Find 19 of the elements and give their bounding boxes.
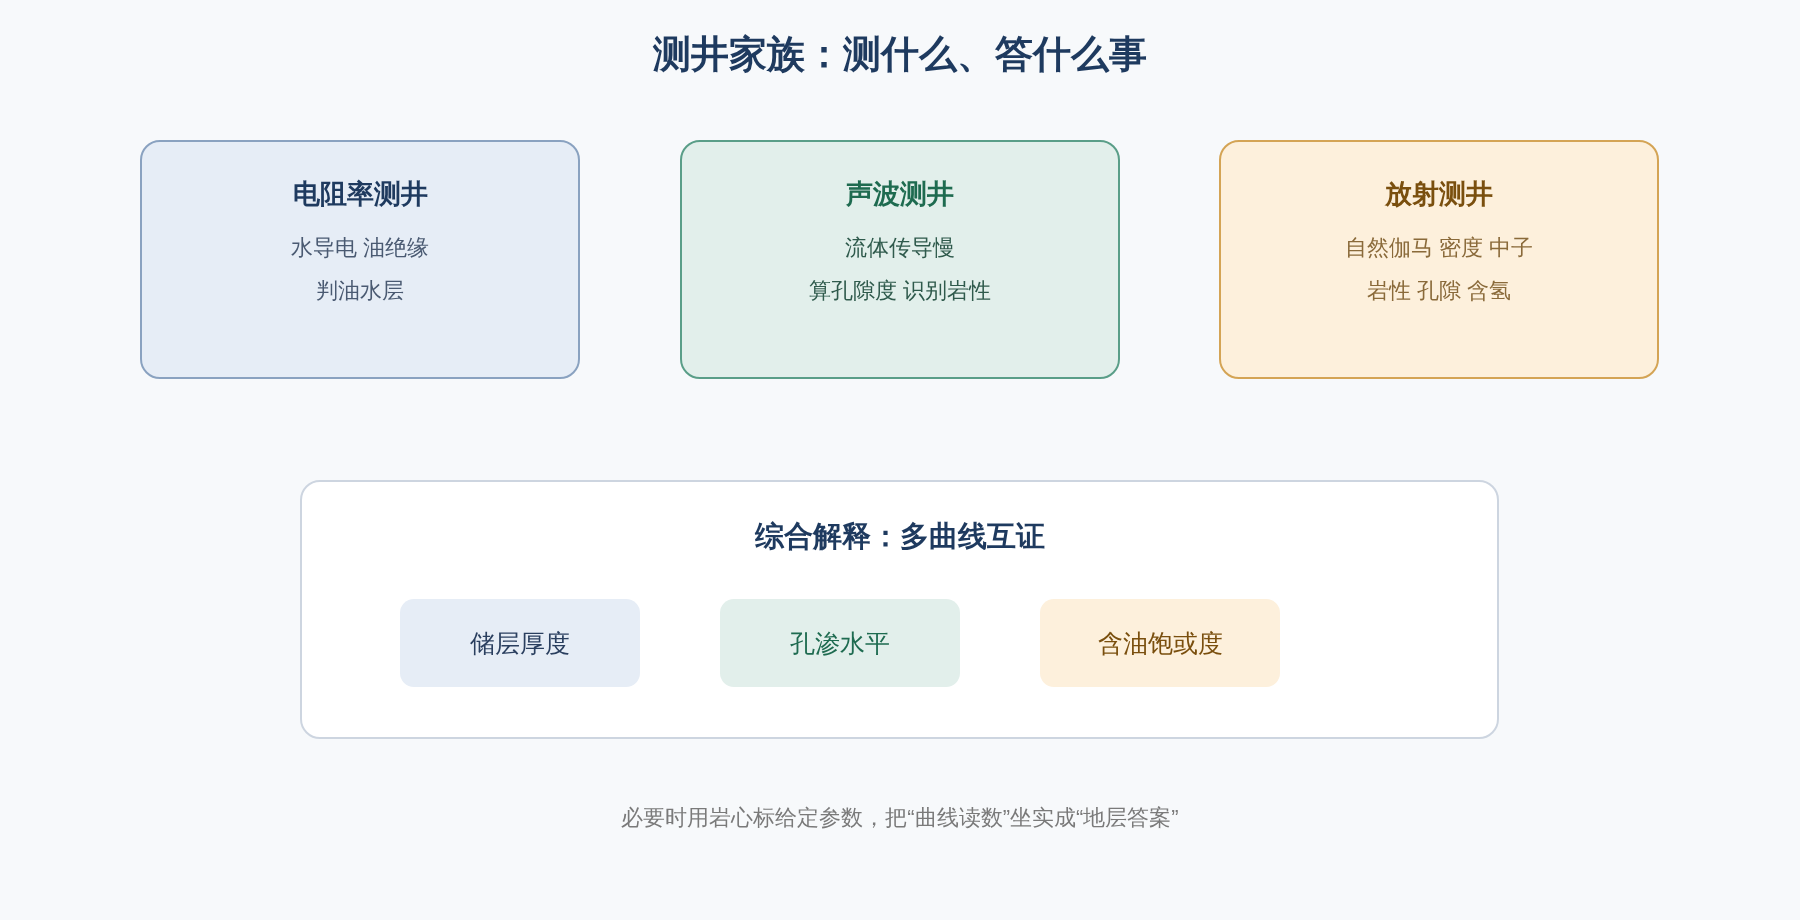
result-card: 孔渗水平 xyxy=(720,599,960,687)
diagram-title: 测井家族：测什么、答什么事 xyxy=(653,33,1147,75)
summary-panel xyxy=(300,480,1499,739)
category-card xyxy=(680,140,1120,379)
card-text: 水导电 油绝缘 xyxy=(290,234,430,262)
card-heading: 电阻率测井 xyxy=(292,178,428,211)
category-card xyxy=(140,140,580,379)
card-text: 算孔隙度 识别岩性 xyxy=(808,277,992,305)
card-heading: 放射测井 xyxy=(1385,178,1493,211)
card-text: 流体传导慢 xyxy=(845,234,955,262)
category-card xyxy=(1219,140,1659,379)
panel-heading: 综合解释：多曲线互证 xyxy=(754,519,1045,554)
result-card: 储层厚度 xyxy=(400,599,640,687)
card-text: 判油水层 xyxy=(316,277,404,305)
card-text: 自然伽马 密度 中子 xyxy=(1344,234,1534,262)
result-card: 含油饱或度 xyxy=(1040,599,1280,687)
caption-text: 必要时用岩心标给定参数，把“曲线读数”坐实成“地层答案” xyxy=(621,805,1179,830)
card-heading: 声波测井 xyxy=(846,178,954,211)
card-text: 岩性 孔隙 含氢 xyxy=(1366,277,1512,305)
